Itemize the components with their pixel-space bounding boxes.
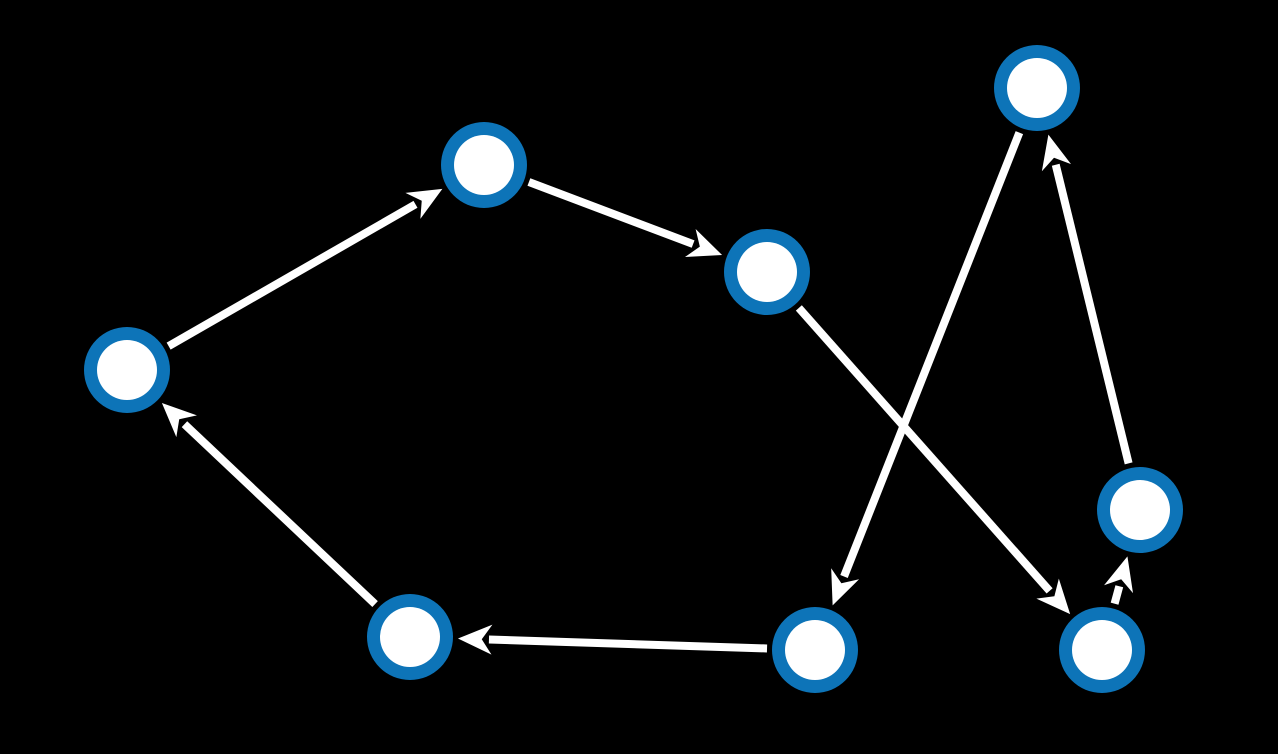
edge-bottom-left-to-left-arrowhead-icon bbox=[161, 402, 197, 438]
node-bottom-right-core bbox=[1072, 620, 1132, 680]
node-mid-top[interactable] bbox=[724, 229, 810, 315]
node-left[interactable] bbox=[84, 327, 170, 413]
edge-top-left-to-mid-top-arrowhead-icon bbox=[684, 228, 723, 258]
node-mid-top-core bbox=[737, 242, 797, 302]
edge-top-left-to-mid-top-line bbox=[527, 178, 695, 248]
edge-top-right-to-bottom-mid[interactable] bbox=[831, 131, 1024, 606]
edge-right-mid-to-top-right-arrowhead-icon bbox=[1041, 134, 1072, 172]
node-bottom-right[interactable] bbox=[1059, 607, 1145, 693]
edge-bottom-mid-to-bottom-left-line bbox=[488, 635, 768, 653]
node-top-left-core bbox=[454, 135, 514, 195]
edge-mid-top-to-bottom-right[interactable] bbox=[795, 305, 1071, 615]
node-right-mid-core bbox=[1110, 480, 1170, 540]
edge-left-to-top-left[interactable] bbox=[166, 188, 443, 350]
edge-layer bbox=[161, 131, 1133, 655]
node-top-right[interactable] bbox=[994, 45, 1080, 131]
edge-mid-top-to-bottom-right-arrowhead-icon bbox=[1036, 578, 1071, 615]
edge-bottom-mid-to-bottom-left[interactable] bbox=[457, 624, 768, 655]
node-top-right-core bbox=[1007, 58, 1067, 118]
edge-right-mid-to-top-right[interactable] bbox=[1041, 134, 1133, 465]
edge-top-right-to-bottom-mid-arrowhead-icon bbox=[831, 568, 860, 606]
node-top-left[interactable] bbox=[441, 122, 527, 208]
edge-right-mid-to-top-right-line bbox=[1051, 163, 1133, 465]
edge-left-to-top-left-arrowhead-icon bbox=[405, 188, 443, 219]
node-bottom-left[interactable] bbox=[367, 594, 453, 680]
edge-bottom-left-to-left-line bbox=[181, 421, 378, 607]
node-bottom-left-core bbox=[380, 607, 440, 667]
node-left-core bbox=[97, 340, 157, 400]
edge-top-left-to-mid-top[interactable] bbox=[527, 178, 723, 258]
node-bottom-mid[interactable] bbox=[772, 607, 858, 693]
edge-bottom-right-to-right-mid[interactable] bbox=[1104, 556, 1133, 605]
edge-bottom-right-to-right-mid-line bbox=[1110, 585, 1124, 605]
edge-left-to-top-left-line bbox=[166, 200, 418, 350]
node-bottom-mid-core bbox=[785, 620, 845, 680]
node-right-mid[interactable] bbox=[1097, 467, 1183, 553]
edge-mid-top-to-bottom-right-line bbox=[795, 305, 1053, 594]
edge-bottom-right-to-right-mid-arrowhead-icon bbox=[1104, 556, 1133, 594]
edge-bottom-mid-to-bottom-left-arrowhead-icon bbox=[457, 624, 493, 655]
edge-bottom-left-to-left[interactable] bbox=[161, 402, 378, 607]
node-layer bbox=[84, 45, 1183, 693]
edge-top-right-to-bottom-mid-line bbox=[840, 131, 1024, 578]
